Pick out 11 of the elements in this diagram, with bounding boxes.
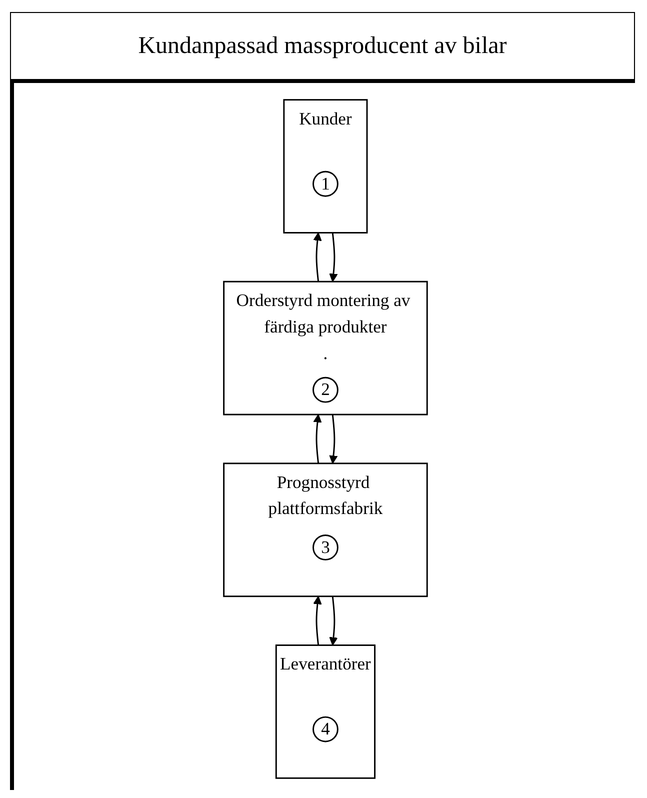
- node-circle: 2: [312, 376, 338, 403]
- arrow: [328, 414, 338, 464]
- node-circle: 4: [312, 716, 338, 742]
- node-circle: 1: [312, 170, 338, 197]
- diagram-title: Kundanpassad massproducent av bilar: [10, 12, 635, 80]
- node-circle: 3: [312, 534, 338, 560]
- arrow: [312, 414, 322, 464]
- arrow: [312, 596, 322, 646]
- arrow: [312, 232, 322, 282]
- arrow: [328, 596, 338, 646]
- arrow: [328, 232, 338, 282]
